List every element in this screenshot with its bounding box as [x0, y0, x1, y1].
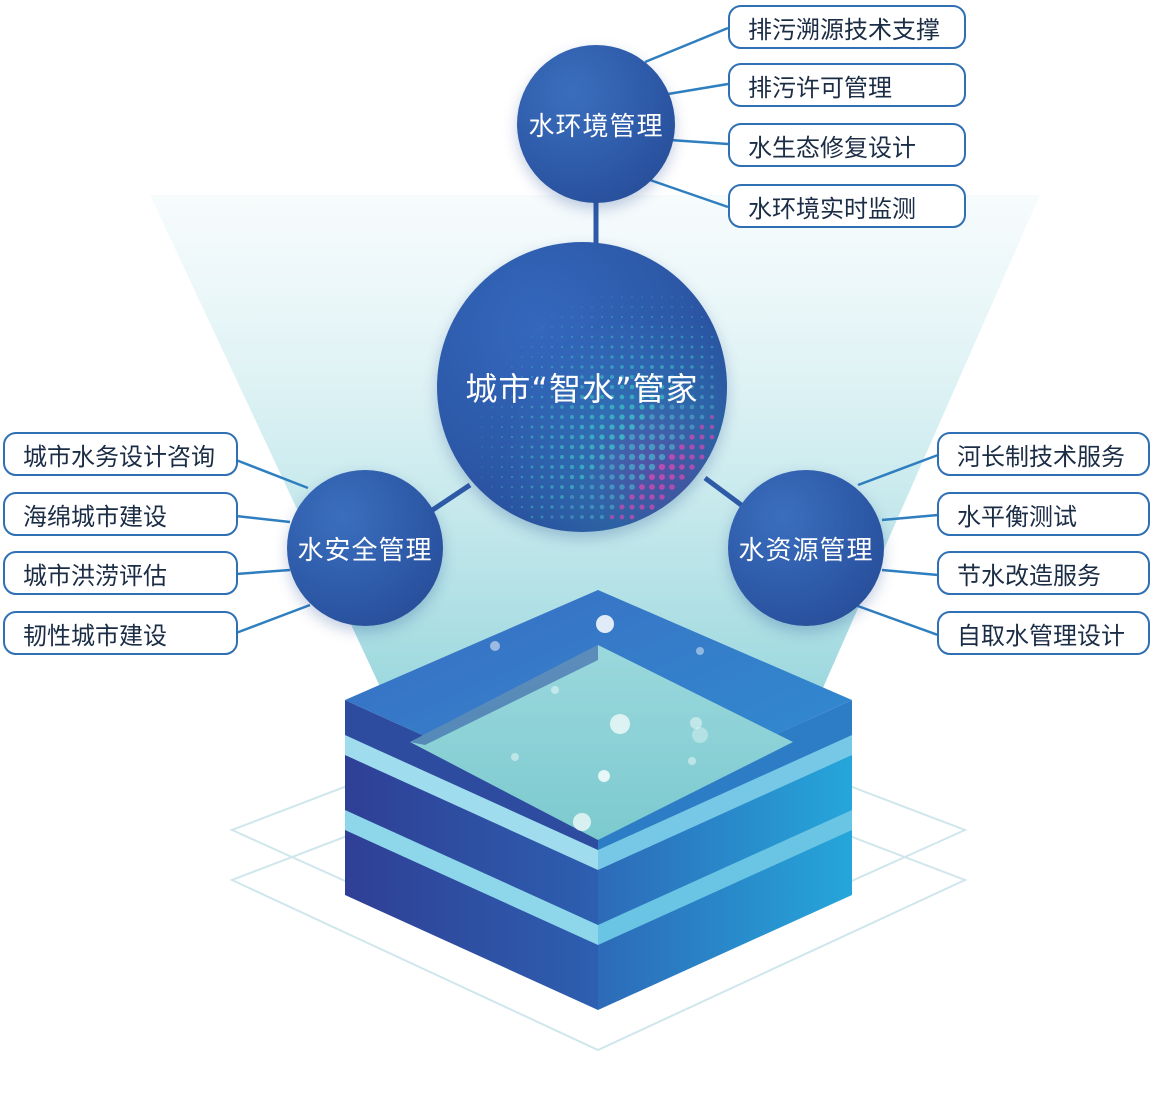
platform-upper-strip — [345, 730, 852, 870]
hub-title: 城市“智水”管家 — [465, 370, 699, 408]
hub-dots — [481, 296, 715, 520]
top-item-4: 水环境实时监测 — [728, 184, 966, 228]
hub-dot-pattern — [437, 242, 727, 532]
left-item-4: 韧性城市建设 — [3, 611, 238, 655]
water-environment-title: 水环境管理 — [528, 111, 664, 142]
top-item-2: 排污许可管理 — [728, 63, 966, 107]
left-item-2: 海绵城市建设 — [3, 492, 238, 536]
right-leaf-connectors — [854, 453, 939, 637]
water-resources-node: 水资源管理 — [728, 470, 884, 626]
water-environment-node: 水环境管理 — [517, 45, 675, 203]
water-safety-title: 水安全管理 — [297, 535, 433, 566]
smart-water-hub: 城市“智水”管家 — [437, 242, 727, 532]
left-item-3: 城市洪涝评估 — [3, 551, 238, 595]
left-leaf-connectors — [235, 458, 311, 635]
top-leaf-connectors — [644, 26, 729, 209]
platform-layer-middle — [345, 745, 852, 925]
water-bubbles — [490, 615, 708, 831]
right-item-2: 水平衡测试 — [937, 492, 1150, 536]
right-item-3: 节水改造服务 — [937, 551, 1150, 595]
right-item-1: 河长制技术服务 — [937, 432, 1150, 476]
left-item-1: 城市水务设计咨询 — [3, 432, 238, 476]
top-item-1: 排污溯源技术支撑 — [728, 5, 966, 49]
platform-top-slab — [345, 590, 852, 850]
water-resources-title: 水资源管理 — [738, 535, 874, 566]
top-item-3: 水生态修复设计 — [728, 123, 966, 167]
water-safety-node: 水安全管理 — [287, 470, 443, 626]
right-item-4: 自取水管理设计 — [937, 611, 1150, 655]
